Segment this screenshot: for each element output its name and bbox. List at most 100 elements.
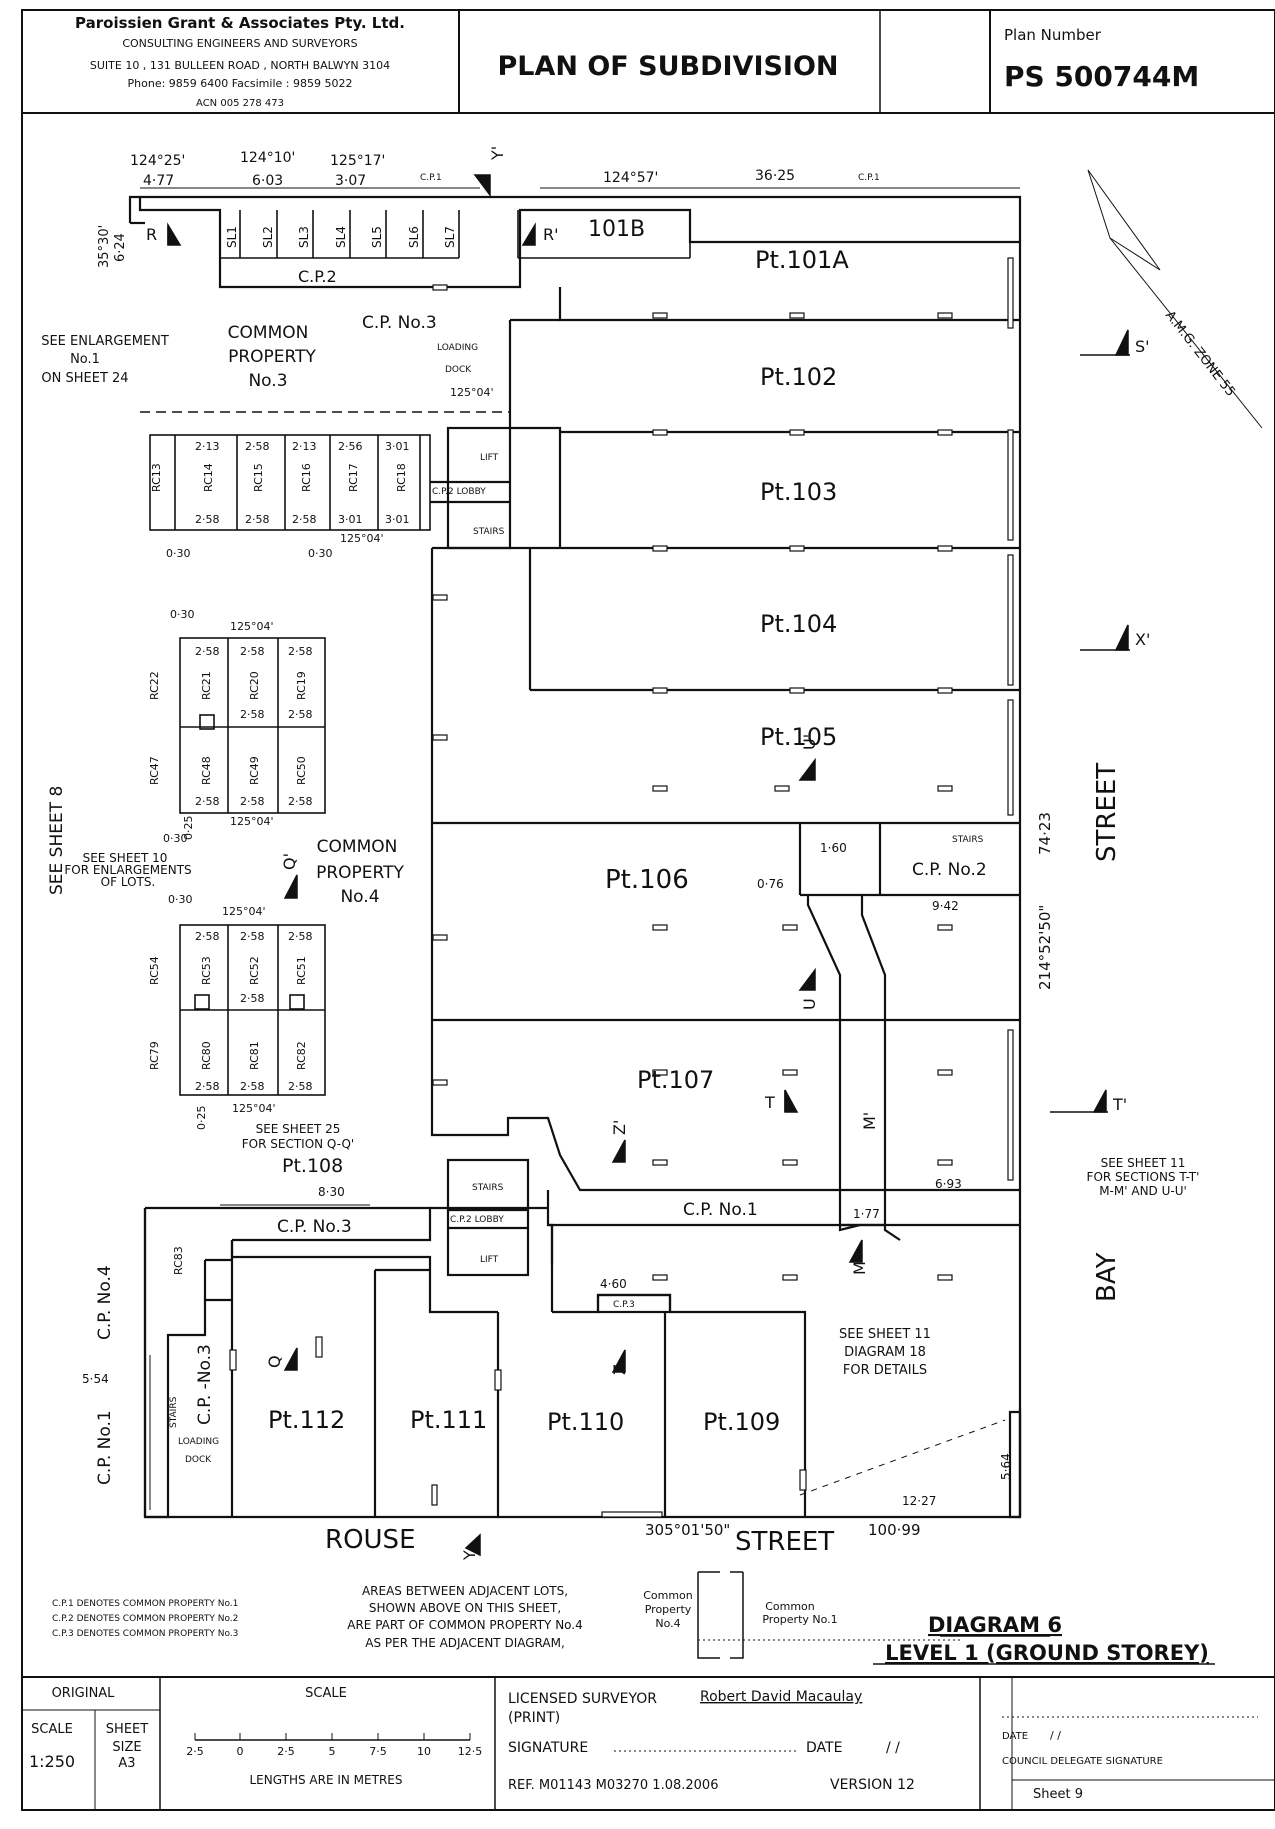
carpark-dim: 2·58 — [288, 930, 313, 943]
carpark-lot: RC13 — [150, 463, 163, 492]
distance-right: 74·23 — [1036, 812, 1054, 855]
scale-tick: 5 — [329, 1745, 336, 1758]
date-slash: / / — [886, 1740, 900, 1756]
carpark-lot: RC21 — [200, 671, 213, 700]
bearing-bottom: 305°01'50" — [645, 1521, 730, 1539]
carpark-dim: 2·58 — [288, 795, 313, 808]
note: SEE SHEET 11 — [1101, 1156, 1186, 1170]
room-label: LIFT — [480, 453, 499, 463]
room-label: STAIRS — [473, 527, 505, 537]
plan-number: PS 500744M — [1004, 60, 1199, 93]
dim-label: 6·24 — [113, 233, 128, 262]
carpark-dim: 2·58 — [240, 1080, 265, 1093]
dim-label: 8·30 — [318, 1185, 345, 1199]
common-property-3: COMMON — [228, 323, 309, 343]
date-label: DATE — [806, 1740, 842, 1756]
dim-label: 6·93 — [935, 1177, 962, 1191]
lot-105: Pt.105 — [760, 723, 837, 751]
room-label: LOADING — [178, 1437, 219, 1447]
diagram-level: LEVEL 1 (GROUND STOREY) — [885, 1641, 1209, 1665]
common-property-3: PROPERTY — [228, 347, 316, 367]
legend: C.P.2 DENOTES COMMON PROPERTY No.2 — [52, 1614, 238, 1624]
footer-scale-title: SCALE — [305, 1686, 347, 1701]
note: SEE SHEET 10 — [83, 851, 168, 865]
dim-label: 4·77 — [143, 173, 174, 189]
dim-label: 9·42 — [932, 899, 959, 913]
site-boundary — [128, 195, 1022, 1519]
carpark-dim: 2·58 — [195, 930, 220, 943]
dim-label: 125°17' — [330, 153, 385, 169]
common-property-4: No.4 — [340, 887, 379, 907]
common-property-4: PROPERTY — [316, 863, 404, 883]
carpark-dim: 3·01 — [385, 513, 410, 526]
dim-label: 125°04' — [340, 532, 384, 545]
note: AREAS BETWEEN ADJACENT LOTS, — [362, 1584, 568, 1598]
carpark-lot: RC47 — [148, 756, 161, 785]
dim-label: C.P.3 — [613, 1300, 635, 1310]
carpark-lot: RC81 — [248, 1041, 261, 1070]
carpark-dim: 2·58 — [195, 645, 220, 658]
sheet-number: Sheet 9 — [1033, 1787, 1083, 1802]
section-label: T' — [1112, 1095, 1127, 1114]
cp-label: C.P.2 — [298, 267, 337, 286]
carpark-lot: RC20 — [248, 671, 261, 700]
section-label: Q' — [280, 853, 299, 870]
dim-label: 35°30' — [97, 225, 112, 268]
lot-107: Pt.107 — [637, 1066, 714, 1094]
carpark-dim: 2·13 — [195, 440, 220, 453]
storage-lot: SL6 — [407, 226, 421, 248]
carpark-dim: 2·58 — [195, 795, 220, 808]
dim-label: 36·25 — [755, 168, 795, 184]
street-bay-street: STREET — [1092, 763, 1122, 862]
lot-102: Pt.102 — [760, 363, 837, 391]
lot-109: Pt.109 — [703, 1408, 780, 1436]
street-rouse-street: STREET — [735, 1527, 834, 1557]
scale-tick: 10 — [417, 1745, 431, 1758]
dim-label: 0·30 — [168, 893, 193, 906]
room-label: STAIRS — [169, 1396, 179, 1428]
lot-106: Pt.106 — [605, 865, 689, 895]
legend: C.P.1 DENOTES COMMON PROPERTY No.1 — [52, 1599, 238, 1609]
section-label: M — [850, 1261, 869, 1275]
note: Common — [765, 1600, 815, 1613]
diagram-number: DIAGRAM 6 — [928, 1613, 1062, 1637]
amg-zone: A.M.G. ZONE 55 — [1162, 308, 1238, 399]
dim-label: 0·30 — [163, 832, 188, 845]
company-line4: Phone: 9859 6400 Facsimile : 9859 5022 — [128, 77, 353, 90]
council-date-slash: / / — [1050, 1729, 1061, 1742]
cp-label: C.P. No.3 — [277, 1217, 352, 1237]
dim-label: C.P.1 — [420, 173, 442, 183]
storage-lot: SL7 — [443, 226, 457, 248]
dim-label: 0·30 — [166, 547, 191, 560]
room-label: STAIRS — [472, 1183, 504, 1193]
section-label: Z — [610, 1364, 629, 1375]
carpark-lot: RC52 — [248, 956, 261, 985]
dim-label: 125°04' — [450, 386, 494, 399]
footer-sheet-size: A3 — [118, 1756, 135, 1771]
scale-tick: 2·5 — [277, 1745, 295, 1758]
section-label: Z' — [610, 1120, 629, 1135]
carpark-lot: RC22 — [148, 671, 161, 700]
footer-scale-label: SCALE — [31, 1722, 73, 1737]
lot-110: Pt.110 — [547, 1408, 624, 1436]
footer-original: ORIGINAL — [52, 1686, 116, 1701]
dim-label: 5·64 — [999, 1453, 1013, 1480]
room-label: DOCK — [445, 365, 472, 375]
dim-label: 124°10' — [240, 150, 295, 166]
dim-label: 6·03 — [252, 173, 283, 189]
street-bay: BAY — [1092, 1252, 1122, 1302]
note: SEE ENLARGEMENT — [41, 334, 169, 349]
note: No.4 — [655, 1617, 680, 1630]
dim-label: 1·77 — [853, 1207, 880, 1221]
note: SHOWN ABOVE ON THIS SHEET, — [369, 1601, 561, 1615]
carpark-lot: RC82 — [295, 1041, 308, 1070]
carpark-dim: 2·58 — [288, 1080, 313, 1093]
storage-lot: SL3 — [297, 226, 311, 248]
note: FOR SECTION Q-Q' — [242, 1137, 354, 1151]
section-label: Y' — [488, 146, 507, 161]
lot-108: Pt.108 — [282, 1155, 343, 1177]
scale-tick: 12·5 — [458, 1745, 483, 1758]
carpark-lot: RC48 — [200, 756, 213, 785]
carpark-dim: 2·58 — [240, 708, 265, 721]
room-label: STAIRS — [952, 835, 984, 845]
